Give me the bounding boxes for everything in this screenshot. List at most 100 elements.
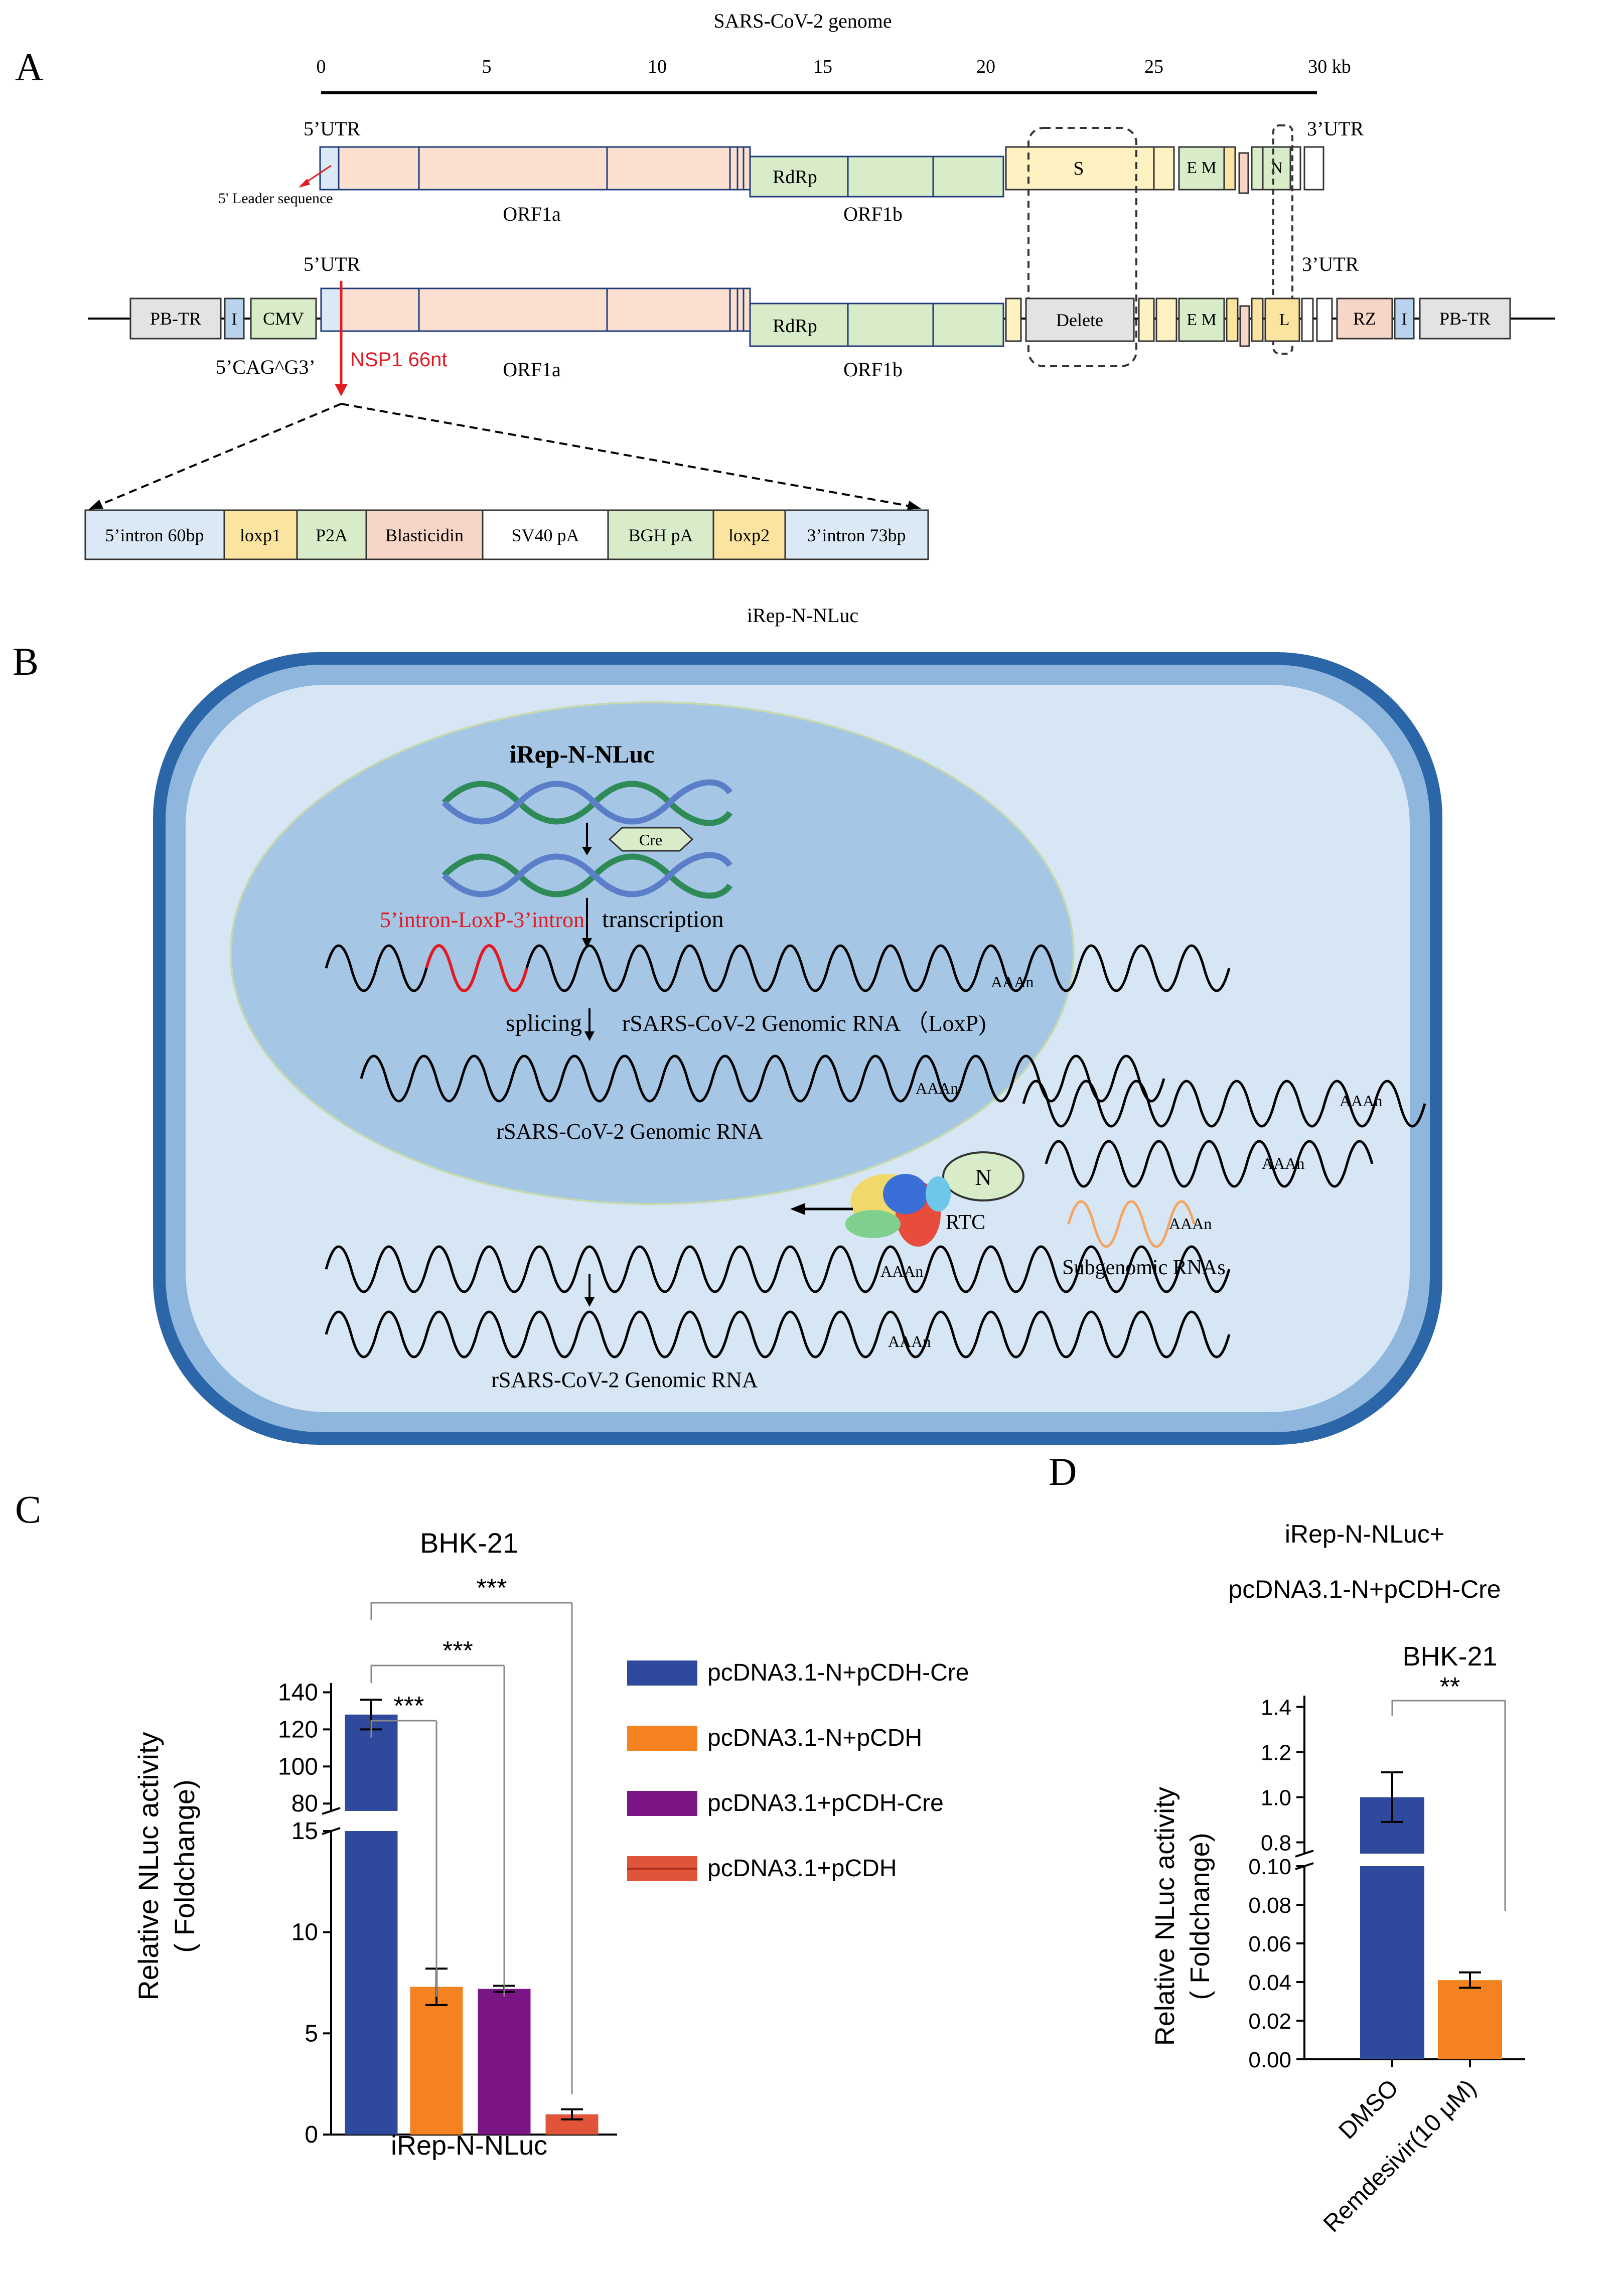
nucleus-title: iRep-N-NLuc — [510, 740, 655, 768]
scale-tick-0: 0 — [317, 56, 326, 77]
orf1b-label-1: ORF1b — [843, 203, 903, 225]
y-tick-label: 0.8 — [1261, 1831, 1291, 1856]
significance-bracket — [1391, 1700, 1506, 1911]
chart-c-ylabel-2: ( Foldchange) — [169, 1779, 200, 1953]
chart-d-title: BHK-21 — [1402, 1641, 1497, 1672]
legend-label-0: pcDNA3.1-N+pCDH-Cre — [707, 1659, 969, 1686]
rna-subgenomic-wave — [1067, 1200, 1196, 1248]
pb-tr-left-label: PB-TR — [150, 309, 201, 329]
y-tick-label: 100 — [278, 1753, 318, 1780]
insert-label-blasticidin: Blasticidin — [385, 525, 464, 545]
insert-label-5intron: 5’intron 60bp — [105, 525, 204, 545]
significance-bracket — [370, 1602, 572, 1620]
i-right-box — [1394, 297, 1415, 340]
utr5-box — [319, 146, 340, 191]
orf1a-box-2 — [340, 287, 751, 332]
bar — [1438, 1980, 1502, 2059]
significance-label: *** — [477, 1574, 507, 1603]
arrowhead — [582, 847, 592, 855]
chart-c-title: BHK-21 — [420, 1527, 518, 1559]
rtc-complex — [845, 1174, 951, 1247]
loxp-intron-label: 5’intron-LoxP-3’intron — [380, 907, 584, 932]
y-tick-label: 1.0 — [1261, 1786, 1291, 1810]
n-protein-label: N — [975, 1164, 991, 1190]
scale-tick-30: 30 kb — [1308, 56, 1351, 77]
s-remnant-box — [1005, 297, 1022, 342]
y-tick-label: 5 — [305, 2020, 318, 2047]
aaan-label: AAAn — [1340, 1092, 1382, 1110]
s-box — [1005, 146, 1155, 191]
significance-label: *** — [442, 1636, 473, 1665]
chart-d-plot: 0.000.020.040.060.080.100.81.01.21.4**DM… — [1248, 1673, 1525, 2237]
y-tick-label: 80 — [291, 1790, 318, 1817]
arrowhead — [582, 938, 592, 948]
y-tick-label: 15 — [291, 1818, 318, 1845]
aaan-label: AAAn — [888, 1332, 931, 1350]
zoom-line-left — [95, 403, 342, 508]
rdrp-label-1: RdRp — [773, 167, 817, 188]
bar — [410, 1987, 463, 2135]
rna-replicated-wave — [325, 1310, 1231, 1358]
dna-helix-bottom — [441, 852, 732, 899]
n-l-dashed-box — [1272, 124, 1293, 355]
orf1b-box-2 — [749, 302, 1004, 347]
delete-label: Delete — [1056, 310, 1103, 330]
insert-cassette: 5’intron 60bp loxp1 P2A Blasticidin SV40… — [84, 509, 929, 560]
arrowhead — [584, 1297, 595, 1307]
scale-tick-20: 20 — [976, 56, 995, 77]
i-right-label: I — [1401, 310, 1407, 329]
chart-c-ylabel-group: Relative NLuc activity ( Foldchange) — [132, 1732, 200, 2000]
utr3-box — [1303, 146, 1324, 191]
bar — [478, 1989, 531, 2135]
legend-swatch-2 — [627, 1791, 697, 1816]
panel-label-b: B — [13, 640, 39, 683]
insert-label-loxp2: loxp2 — [728, 525, 770, 545]
rdrp-label-2: RdRp — [773, 316, 817, 337]
leader-arrowhead — [299, 179, 310, 188]
axis-break-mark — [322, 1807, 341, 1815]
rtc-subunit — [883, 1174, 928, 1214]
accessory-box — [1251, 146, 1264, 191]
significance-bracket — [370, 1720, 436, 1738]
y-tick-label: 0.00 — [1248, 2048, 1291, 2072]
dna-strand — [441, 852, 732, 897]
cmv-label: CMV — [263, 309, 304, 329]
y-tick-label: 0.08 — [1248, 1893, 1291, 1918]
dna-helix-top — [441, 779, 732, 826]
rna-spliced-wave — [360, 1054, 1165, 1103]
legend-label-3: pcDNA3.1+pCDH — [707, 1855, 897, 1882]
chart-d-ylabel-group: Relative NLuc activity ( Foldchange) — [1150, 1787, 1215, 2046]
accessory-box — [1251, 297, 1264, 342]
legend-swatch-1 — [627, 1726, 697, 1751]
y-tick-label: 0 — [305, 2122, 318, 2148]
scale-tick-25: 25 — [1144, 56, 1163, 77]
rtc-subunit — [845, 1210, 901, 1238]
panel-a: A SARS-CoV-2 genome 0 5 10 15 20 25 30 k… — [15, 10, 1555, 560]
zoom-arrowhead-left — [88, 500, 103, 510]
pb-tr-left-box — [129, 297, 222, 340]
utr5-label-1: 5’UTR — [304, 117, 361, 140]
scale-tick-15: 15 — [813, 56, 832, 77]
orf1a-label-1: ORF1a — [503, 203, 561, 225]
insert-p2a — [296, 509, 367, 560]
y-tick-label: 0.02 — [1248, 2009, 1291, 2034]
aaan-label: AAAn — [1262, 1154, 1304, 1172]
leader-label: 5' Leader sequence — [218, 190, 333, 207]
utr3-box-2 — [1316, 297, 1333, 342]
chart-d-title-line1: iRep-N-NLuc+ — [1285, 1520, 1444, 1548]
scale-tick-5: 5 — [482, 56, 492, 77]
accessory-box — [1223, 146, 1236, 191]
utr3-label-2: 3’UTR — [1302, 253, 1359, 275]
chart-d-ylabel: Relative NLuc activity — [1150, 1787, 1180, 2046]
orf3a-box — [1153, 146, 1175, 191]
rz-box — [1336, 297, 1393, 340]
panel-c: C BHK-21 iRep-N-NLuc Relative NLuc activ… — [15, 1487, 969, 2161]
genome-row-1: 5’UTR 3’UTR RdRp S E M N — [218, 117, 1364, 225]
l-label: L — [1279, 311, 1290, 329]
aaan-label: AAAn — [1169, 1215, 1212, 1233]
legend-label-1: pcDNA3.1-N+pCDH — [707, 1725, 922, 1751]
panel-b: B iRep-N-NLuc iRep-N-NLuc Cre 5’intron-L… — [13, 604, 1442, 1445]
accessory-box — [1238, 152, 1249, 194]
bar-lower-segment — [345, 1831, 398, 2135]
i-left-box — [224, 297, 245, 340]
